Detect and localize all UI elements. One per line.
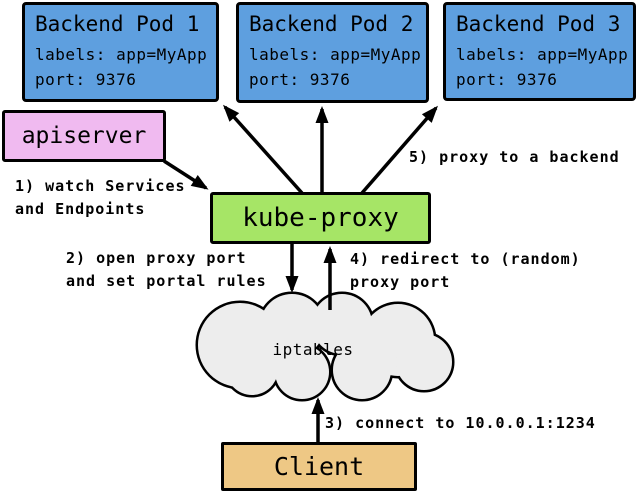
apiserver-node: apiserver — [2, 110, 166, 162]
iptables-label: iptables — [272, 340, 354, 359]
apiserver-label: apiserver — [21, 123, 147, 149]
backend-pod-3-labels: labels: app=MyApp — [456, 45, 629, 64]
annotation-step2-open-proxy-port: 2) open proxy port and set portal rules — [66, 249, 267, 290]
backend-pod-1-title: Backend Pod 1 — [35, 12, 200, 36]
backend-pod-3-title: Backend Pod 3 — [456, 12, 621, 36]
backend-pod-2-labels: labels: app=MyApp — [249, 45, 422, 64]
annotation-step4-redirect: 4) redirect to (random) proxy port — [350, 250, 581, 291]
backend-pod-2-node: Backend Pod 2 labels: app=MyApp port: 93… — [236, 2, 429, 103]
backend-pod-1-port: port: 9376 — [35, 70, 137, 89]
annotation-step1-watch-services: 1) watch Services and Endpoints — [15, 177, 186, 218]
backend-pod-3-port: port: 9376 — [456, 70, 558, 89]
arrow-kube-proxy-to-pod1 — [222, 104, 304, 195]
annotation-step5-proxy-backend: 5) proxy to a backend — [409, 148, 620, 166]
client-label: Client — [273, 452, 365, 481]
annotation-step3-connect: 3) connect to 10.0.0.1:1234 — [325, 414, 596, 432]
backend-pod-1-labels: labels: app=MyApp — [35, 45, 208, 64]
backend-pod-2-title: Backend Pod 2 — [249, 12, 414, 36]
backend-pod-2-port: port: 9376 — [249, 70, 351, 89]
kube-proxy-node: kube-proxy — [210, 192, 431, 244]
backend-pod-3-node: Backend Pod 3 labels: app=MyApp port: 93… — [443, 2, 636, 101]
kube-proxy-label: kube-proxy — [242, 203, 399, 233]
client-node: Client — [221, 442, 417, 491]
backend-pod-1-node: Backend Pod 1 labels: app=MyApp port: 93… — [22, 2, 219, 102]
